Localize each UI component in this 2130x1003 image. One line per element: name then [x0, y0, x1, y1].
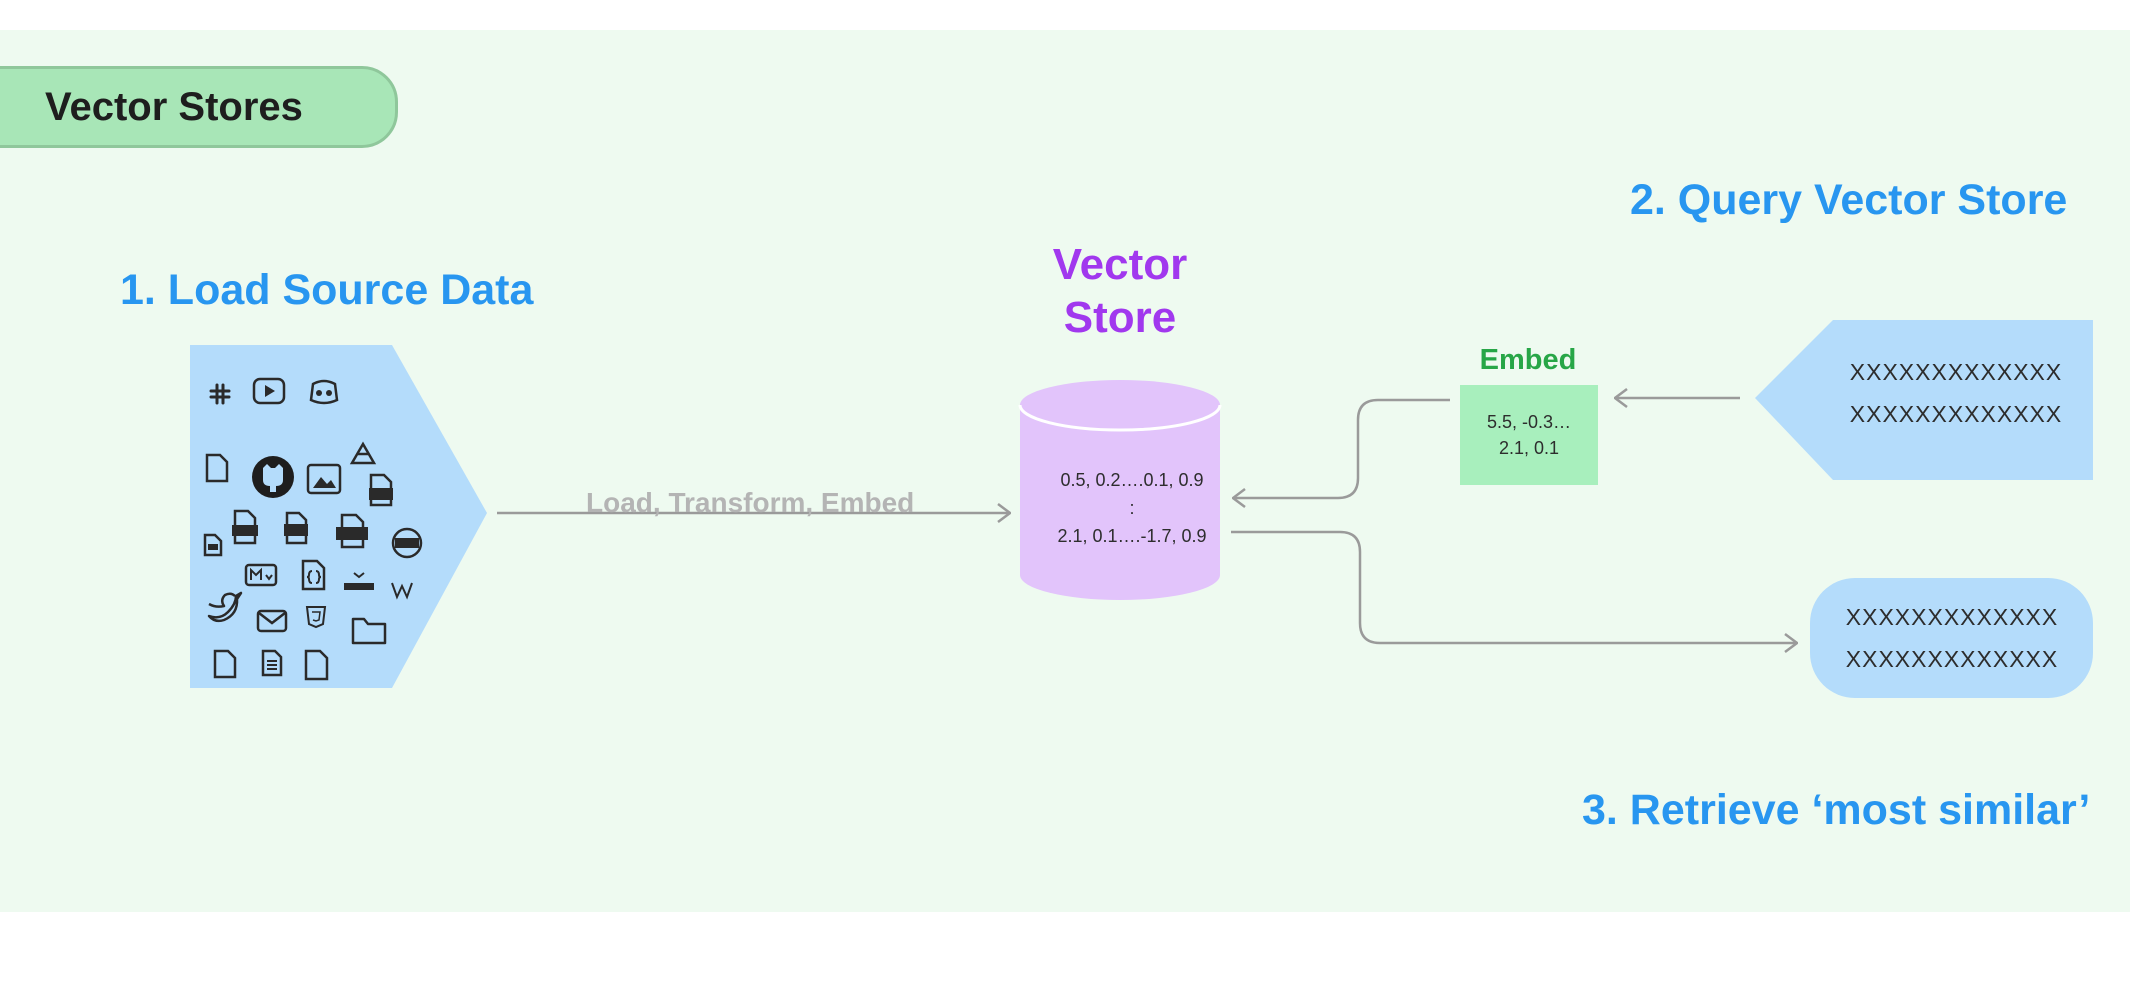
vector-store-row-ellipsis: :	[1129, 498, 1135, 518]
google-drive-icon	[349, 441, 377, 465]
result-text: XXXXXXXXXXXXX XXXXXXXXXXXXX	[1832, 596, 2072, 680]
twitter-icon	[207, 591, 243, 623]
title-pill: Vector Stores	[0, 66, 398, 148]
result-line-2: XXXXXXXXXXXXX	[1845, 646, 2059, 672]
slack-icon	[209, 383, 231, 405]
html-icon	[344, 572, 374, 590]
css-icon	[305, 606, 327, 629]
stack-file-icon	[284, 511, 308, 545]
embed-box-shape	[1460, 385, 1598, 485]
diagram-title: Vector Stores	[45, 84, 303, 129]
wikipedia-icon	[391, 582, 413, 600]
markdown-icon	[244, 563, 278, 587]
embed-label: Embed	[1479, 344, 1577, 376]
step-retrieve-label: 3. Retrieve ‘most similar’	[1582, 786, 2091, 834]
discord-icon	[309, 379, 339, 405]
file-icon	[213, 649, 237, 679]
query-line-1: XXXXXXXXXXXXX	[1849, 359, 2063, 385]
result-line-1: XXXXXXXXXXXXX	[1845, 604, 2059, 630]
source-data-shape	[190, 345, 487, 688]
embed-line-1: 5.5, -0.3…	[1486, 412, 1572, 432]
embed-line-2: 2.1, 0.1	[1498, 438, 1560, 458]
vector-store-cylinder	[1018, 380, 1222, 600]
step-load-label: 1. Load Source Data	[120, 266, 534, 314]
vector-store-row-2: 2.1, 0.1….-1.7, 0.9	[1057, 526, 1207, 546]
query-shape	[1755, 320, 2093, 480]
document-icon	[261, 649, 283, 677]
email-icon	[256, 609, 288, 633]
folder-icon	[351, 617, 387, 645]
diagram-shapes	[190, 320, 2093, 698]
query-line-2: XXXXXXXXXXXXX	[1849, 401, 2063, 427]
vector-store-title: Vector Store	[1020, 238, 1220, 344]
embed-box: 5.5, -0.3… 2.1, 0.1	[1460, 385, 1598, 485]
json-file-icon	[301, 559, 326, 591]
file-small-icon	[203, 533, 223, 557]
image-icon	[306, 463, 342, 495]
query-text: XXXXXXXXXXXXX XXXXXXXXXXXXX	[1836, 351, 2076, 435]
pdf-icon	[391, 527, 423, 559]
embed-to-store-arrow	[1233, 398, 1450, 498]
vector-store-row-1: 0.5, 0.2….0.1, 0.9	[1060, 470, 1204, 490]
result-shape	[1810, 578, 2093, 698]
text-file-icon	[336, 513, 368, 549]
database-file-icon	[232, 509, 258, 545]
pipeline-label: Load, Transform, Embed	[586, 487, 915, 518]
csv-file-icon	[369, 473, 393, 507]
file-icon	[304, 649, 329, 681]
youtube-icon	[252, 377, 286, 405]
github-icon	[252, 456, 294, 498]
diagram-panel: Vector Stores 1. Load Source Data 2. Que…	[0, 30, 2130, 912]
file-icon	[205, 453, 229, 483]
vector-store-title-line2: Store	[1063, 293, 1177, 342]
store-to-result-arrow	[1231, 530, 1797, 643]
step-query-label: 2. Query Vector Store	[1630, 176, 2068, 224]
vector-store-title-line1: Vector	[1052, 240, 1188, 289]
